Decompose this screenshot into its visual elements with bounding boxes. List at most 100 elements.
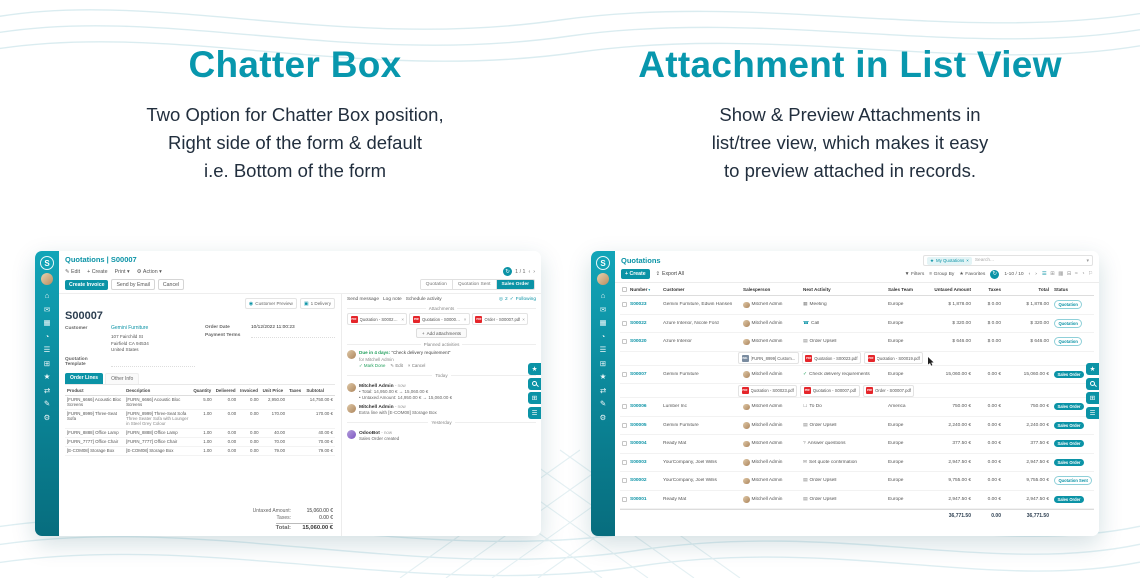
customer-value[interactable]: Gemini Furniture	[111, 325, 149, 332]
search-filter-chip[interactable]: ★My Quotations×	[927, 256, 972, 265]
payment-terms-field[interactable]	[251, 333, 335, 338]
customer-preview-button[interactable]: ◉Customer Preview	[244, 298, 297, 310]
schedule-activity-button[interactable]: Schedule activity	[405, 297, 442, 303]
menu-fab[interactable]: ☰	[528, 406, 541, 419]
delivery-button[interactable]: ▣1 Delivery	[299, 298, 335, 310]
mark-done-button[interactable]: ✓ Mark Done	[359, 363, 386, 369]
pager-previous[interactable]: ‹	[528, 268, 531, 275]
row-checkbox[interactable]	[622, 422, 627, 428]
edit-activity-button[interactable]: ✎ Edit	[390, 363, 403, 369]
remove-filter-icon[interactable]: ×	[966, 258, 969, 263]
quotation-row[interactable]: S00004 Ready Mat Mitchell Admin ?Answer …	[620, 435, 1094, 454]
user-avatar[interactable]	[597, 273, 609, 285]
create-invoice-button[interactable]: Create Invoice	[65, 279, 109, 290]
order-line-row[interactable]: [FURN_8888] Office Lamp [FURN_8888] Offi…	[65, 428, 335, 438]
transfer-icon[interactable]: ⇄	[43, 385, 51, 395]
sync-button[interactable]: ↻	[503, 267, 513, 276]
action-menu[interactable]: ⚙Action▾	[136, 268, 162, 275]
activity-view-icon[interactable]: ◔	[1081, 271, 1085, 277]
calendar-view-icon[interactable]: ▦	[1058, 271, 1064, 277]
notes-icon[interactable]: ✎	[43, 399, 51, 409]
cancel-activity-button[interactable]: × Cancel	[407, 363, 426, 369]
group-by-menu[interactable]: ≡Group By	[929, 271, 955, 277]
select-all-checkbox[interactable]	[622, 286, 627, 292]
sales-icon[interactable]: ☰	[43, 345, 51, 355]
create-button[interactable]: +Create	[87, 268, 108, 275]
dashboard-icon[interactable]: ◔	[600, 331, 606, 341]
pager-previous[interactable]: ‹	[1028, 271, 1031, 277]
add-attachments-button[interactable]: +Add attachments	[415, 328, 468, 339]
search-fab[interactable]	[528, 377, 541, 390]
row-checkbox[interactable]	[622, 302, 627, 308]
remove-attachment-icon[interactable]: ×	[401, 316, 404, 322]
status-sales-order[interactable]: Sales Order	[495, 280, 534, 290]
order-line-row[interactable]: [FURN_7777] Office Chair [FURN_7777] Off…	[65, 437, 335, 447]
favorites-icon[interactable]: ★	[43, 372, 51, 382]
favorites-icon[interactable]: ★	[599, 372, 607, 382]
search-input[interactable]: ★My Quotations× Search... ▾	[923, 255, 1093, 266]
row-checkbox[interactable]	[622, 339, 627, 345]
send-by-email-button[interactable]: Send by Email	[111, 279, 155, 291]
favorites-menu[interactable]: ★Favorites	[959, 271, 986, 278]
export-all-button[interactable]: ⇪Export All	[655, 271, 684, 277]
quotation-row[interactable]: S00002 YourCompany, Joel Willis Mitchell…	[620, 472, 1094, 491]
row-checkbox[interactable]	[622, 459, 627, 465]
mail-icon[interactable]: ✉	[43, 304, 51, 314]
quotation-template-field[interactable]	[111, 362, 195, 368]
list-view-icon[interactable]: ☰	[1041, 271, 1047, 277]
order-line-row[interactable]: [FURN_8999] Three-Seat Sofa [FURN_8999] …	[65, 409, 335, 429]
kanban-view-icon[interactable]: ⊞	[1050, 271, 1055, 277]
row-checkbox[interactable]	[622, 371, 627, 377]
quotation-row[interactable]: S00003 YourCompany, Joel Willis Mitchell…	[620, 454, 1094, 472]
remove-attachment-icon[interactable]: ×	[522, 316, 525, 322]
notes-icon[interactable]: ✎	[599, 399, 607, 409]
quotation-row[interactable]: S00022 Azure Interior, Nicole Ford Mitch…	[620, 315, 1094, 333]
graph-view-icon[interactable]: ≈	[1074, 271, 1078, 277]
row-checkbox[interactable]	[622, 320, 627, 326]
status-quotation[interactable]: Quotation	[420, 280, 452, 290]
settings-icon[interactable]: ⚙	[599, 412, 607, 422]
order-line-row[interactable]: [FURN_6666] Acoustic Bloc Screens [FURN_…	[65, 395, 335, 410]
sync-button[interactable]: ↻	[990, 269, 1000, 279]
home-icon[interactable]: ⌂	[600, 291, 606, 301]
remove-attachment-icon[interactable]: ×	[463, 316, 467, 322]
followers-icon[interactable]: ◎	[498, 297, 504, 303]
filters-menu[interactable]: ▼Filters	[904, 271, 925, 277]
map-view-icon[interactable]: ⚐	[1088, 271, 1093, 277]
quotation-row[interactable]: S00023 Gemini Furniture, Edwin Hansen Mi…	[620, 296, 1094, 315]
search-fab[interactable]	[1086, 377, 1099, 390]
order-line-row[interactable]: [E-COM08] Storage Box [E-COM08] Storage …	[65, 446, 335, 456]
quotation-row[interactable]: S00005 Gemini Furniture Mitchell Admin ▤…	[620, 417, 1094, 435]
edit-button[interactable]: ✎Edit	[65, 268, 81, 275]
menu-fab[interactable]: ☰	[1086, 406, 1099, 419]
pager-next[interactable]: ›	[533, 268, 535, 275]
settings-icon[interactable]: ⚙	[43, 412, 51, 422]
status-quotation-sent[interactable]: Quotation Sent	[451, 280, 496, 290]
attachment-chip[interactable]: IMG[FURN_8999] Custom...	[738, 352, 799, 364]
row-checkbox[interactable]	[622, 496, 627, 502]
dashboard-icon[interactable]: ◔	[44, 331, 50, 341]
following-button[interactable]: Following	[515, 297, 536, 303]
pivot-view-icon[interactable]: ⊟	[1066, 271, 1072, 277]
pager-next[interactable]: ›	[1035, 271, 1037, 277]
calendar-icon[interactable]: ▦	[43, 318, 51, 328]
create-button[interactable]: + Create	[621, 269, 650, 279]
transfer-icon[interactable]: ⇄	[599, 385, 607, 395]
tab-other-info[interactable]: Other Info	[105, 372, 140, 384]
breadcrumb[interactable]: Quotations | S00007	[65, 255, 137, 264]
mail-icon[interactable]: ✉	[599, 304, 607, 314]
chevron-down-icon[interactable]: ▾	[1086, 257, 1089, 264]
row-checkbox[interactable]	[622, 404, 627, 410]
tab-order-lines[interactable]: Order Lines	[65, 372, 104, 384]
row-checkbox[interactable]	[622, 478, 627, 484]
order-date-value[interactable]: 10/12/2022 11:00:23	[251, 325, 295, 331]
quotation-row[interactable]: S00001 Ready Mat Mitchell Admin ▤Order U…	[620, 491, 1094, 509]
quotation-row[interactable]: S00007 Gemini Furniture Mitchell Admin ✓…	[620, 366, 1094, 384]
cancel-button[interactable]: Cancel	[157, 279, 185, 291]
home-icon[interactable]: ⌂	[44, 291, 50, 301]
